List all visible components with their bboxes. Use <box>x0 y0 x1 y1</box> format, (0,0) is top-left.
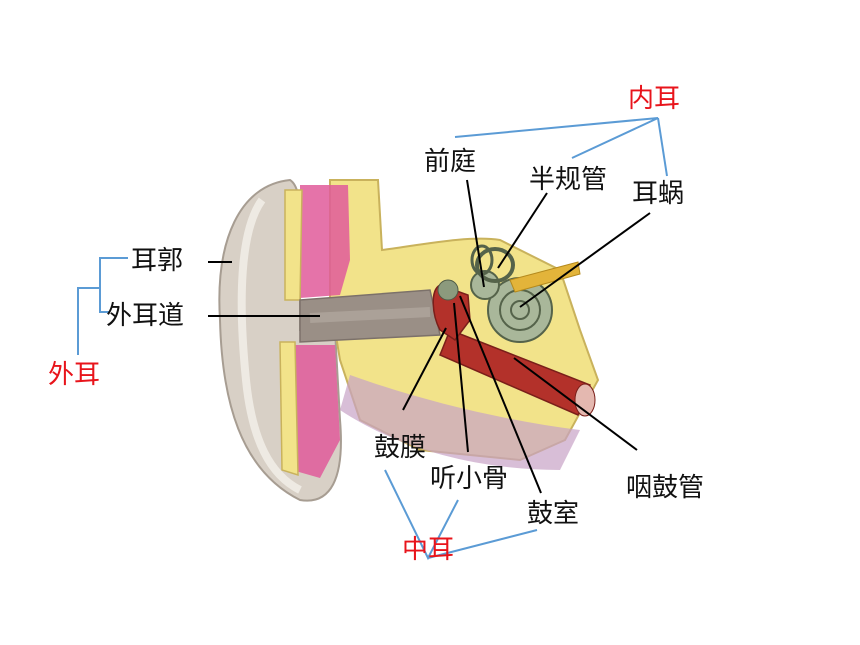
label-eardrum: 鼓膜 <box>374 433 427 463</box>
label-semicircular-canals: 半规管 <box>529 165 608 195</box>
label-ear-canal: 外耳道 <box>106 301 185 331</box>
leader-eustachian <box>513 357 638 451</box>
neck-tissue <box>340 375 580 470</box>
leader-eardrum <box>402 327 447 411</box>
bracket-inner-ear <box>454 117 659 159</box>
auricle-inner-fold <box>237 197 302 494</box>
label-auricle: 耳郭 <box>131 246 184 276</box>
upper-tissue <box>300 185 350 298</box>
lower-cartilage <box>279 341 299 477</box>
upper-cartilage <box>284 189 303 301</box>
group-label-inner-ear: 内耳 <box>628 84 681 114</box>
vestibule-shape <box>470 270 500 300</box>
leader-cochlea <box>519 212 651 308</box>
group-label-middle-ear: 中耳 <box>402 535 455 565</box>
leader-ossicles <box>453 302 469 453</box>
semicircular-canals-shape <box>475 247 515 283</box>
label-eustachian-tube: 咽鼓管 <box>626 473 705 503</box>
leader-vestibule <box>466 179 485 288</box>
label-cochlea: 耳蜗 <box>632 179 685 209</box>
group-label-outer-ear: 外耳 <box>48 360 101 390</box>
label-vestibule: 前庭 <box>424 147 477 177</box>
leader-tympanic <box>459 295 542 494</box>
eustachian-tube-shape <box>439 329 591 416</box>
auditory-nerve <box>509 261 581 293</box>
label-ossicles: 听小骨 <box>430 464 509 494</box>
label-tympanic-cavity: 鼓室 <box>527 499 580 529</box>
leader-semicircular <box>497 192 548 269</box>
lower-tissue <box>288 345 340 478</box>
bracket-outer-ear <box>77 287 100 355</box>
